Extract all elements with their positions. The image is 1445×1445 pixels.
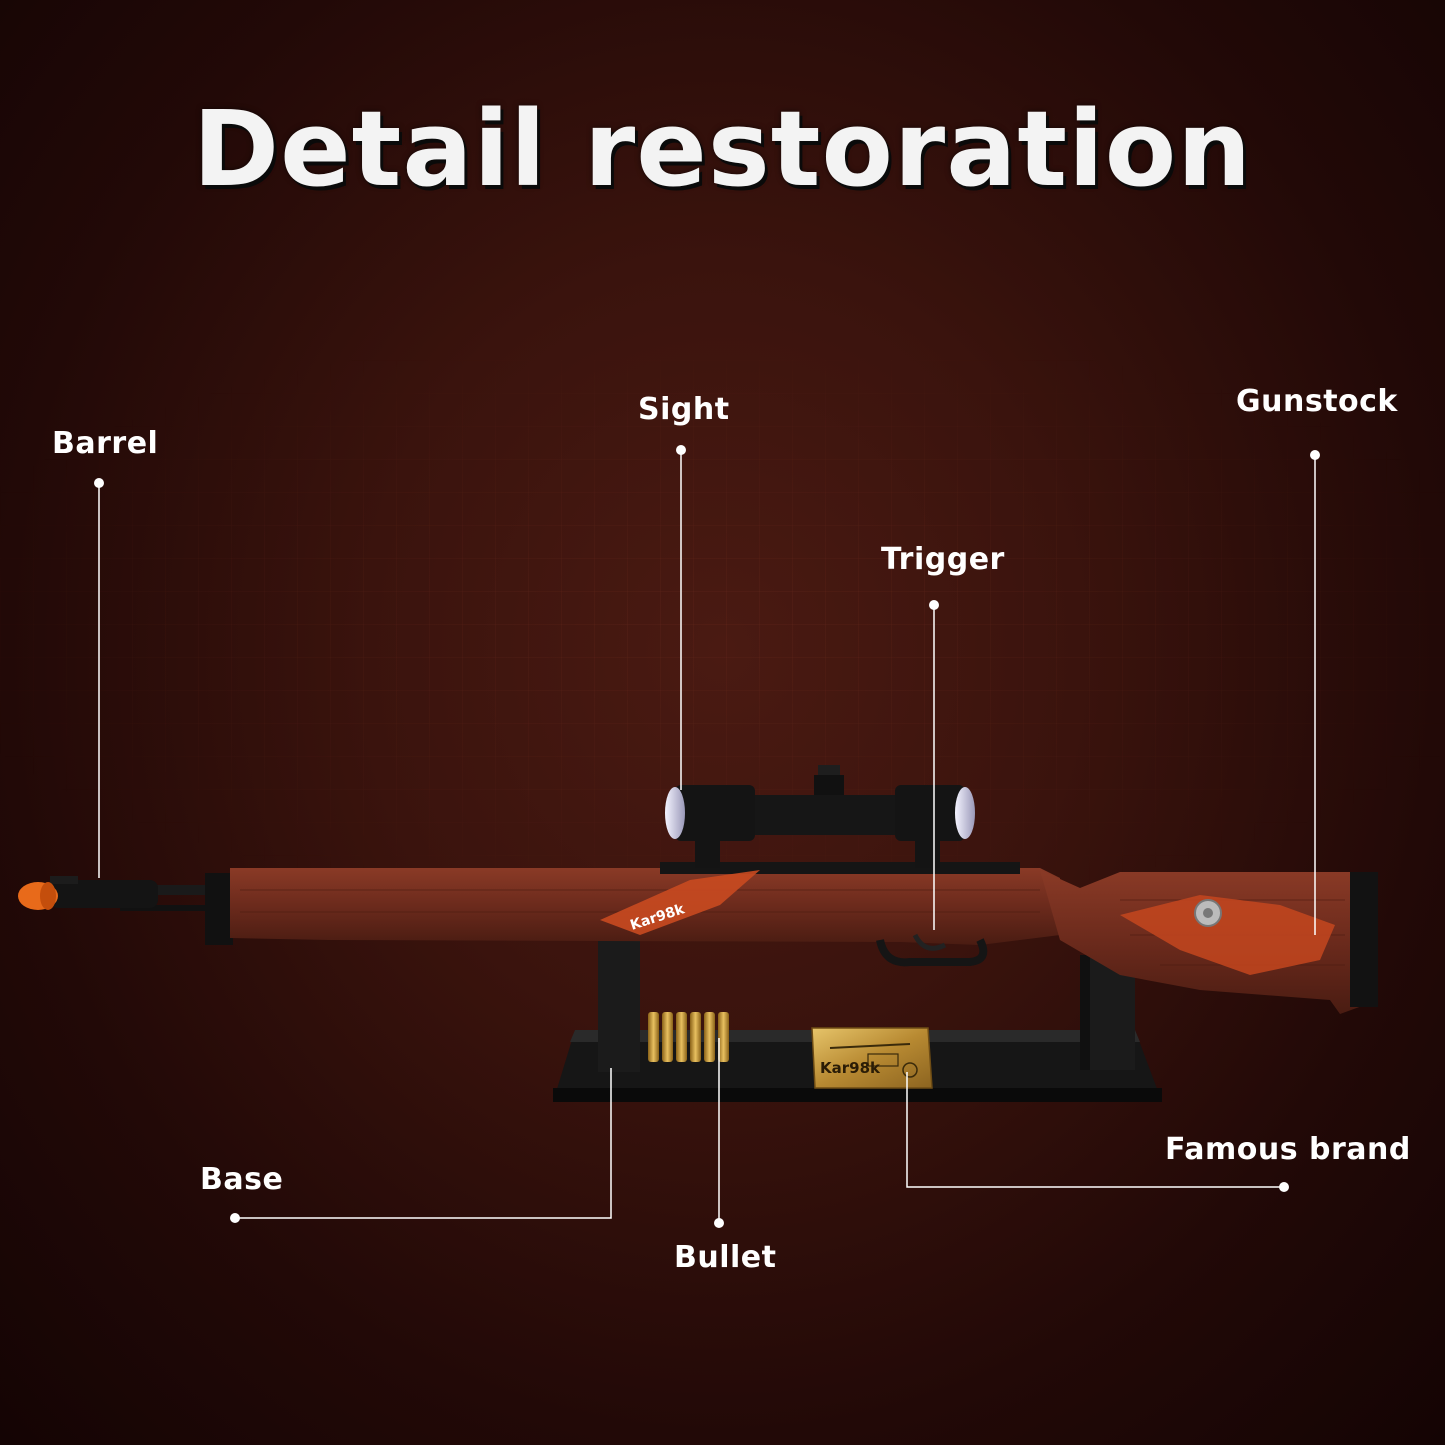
callout-famous-brand: Famous brand: [1165, 1132, 1411, 1167]
callout-gunstock: Gunstock: [1236, 384, 1398, 419]
callout-barrel: Barrel: [52, 426, 159, 461]
brand-plate: Kar98k: [811, 1027, 933, 1089]
callout-sight: Sight: [638, 392, 730, 427]
callout-dots: [94, 445, 1320, 1228]
bullets: [648, 1012, 729, 1062]
brand-plate-text: Kar98k: [820, 1059, 881, 1077]
callout-bullet: Bullet: [674, 1240, 777, 1275]
page-title: Detail restoration: [192, 88, 1253, 210]
barrel: [18, 876, 215, 911]
callout-trigger: Trigger: [881, 542, 1005, 577]
callout-base: Base: [200, 1162, 284, 1197]
scope: [665, 765, 975, 868]
callout-lines: [98, 450, 1316, 1223]
rifle-body: Kar98k: [205, 862, 1378, 1014]
trigger-guard: [876, 933, 988, 967]
